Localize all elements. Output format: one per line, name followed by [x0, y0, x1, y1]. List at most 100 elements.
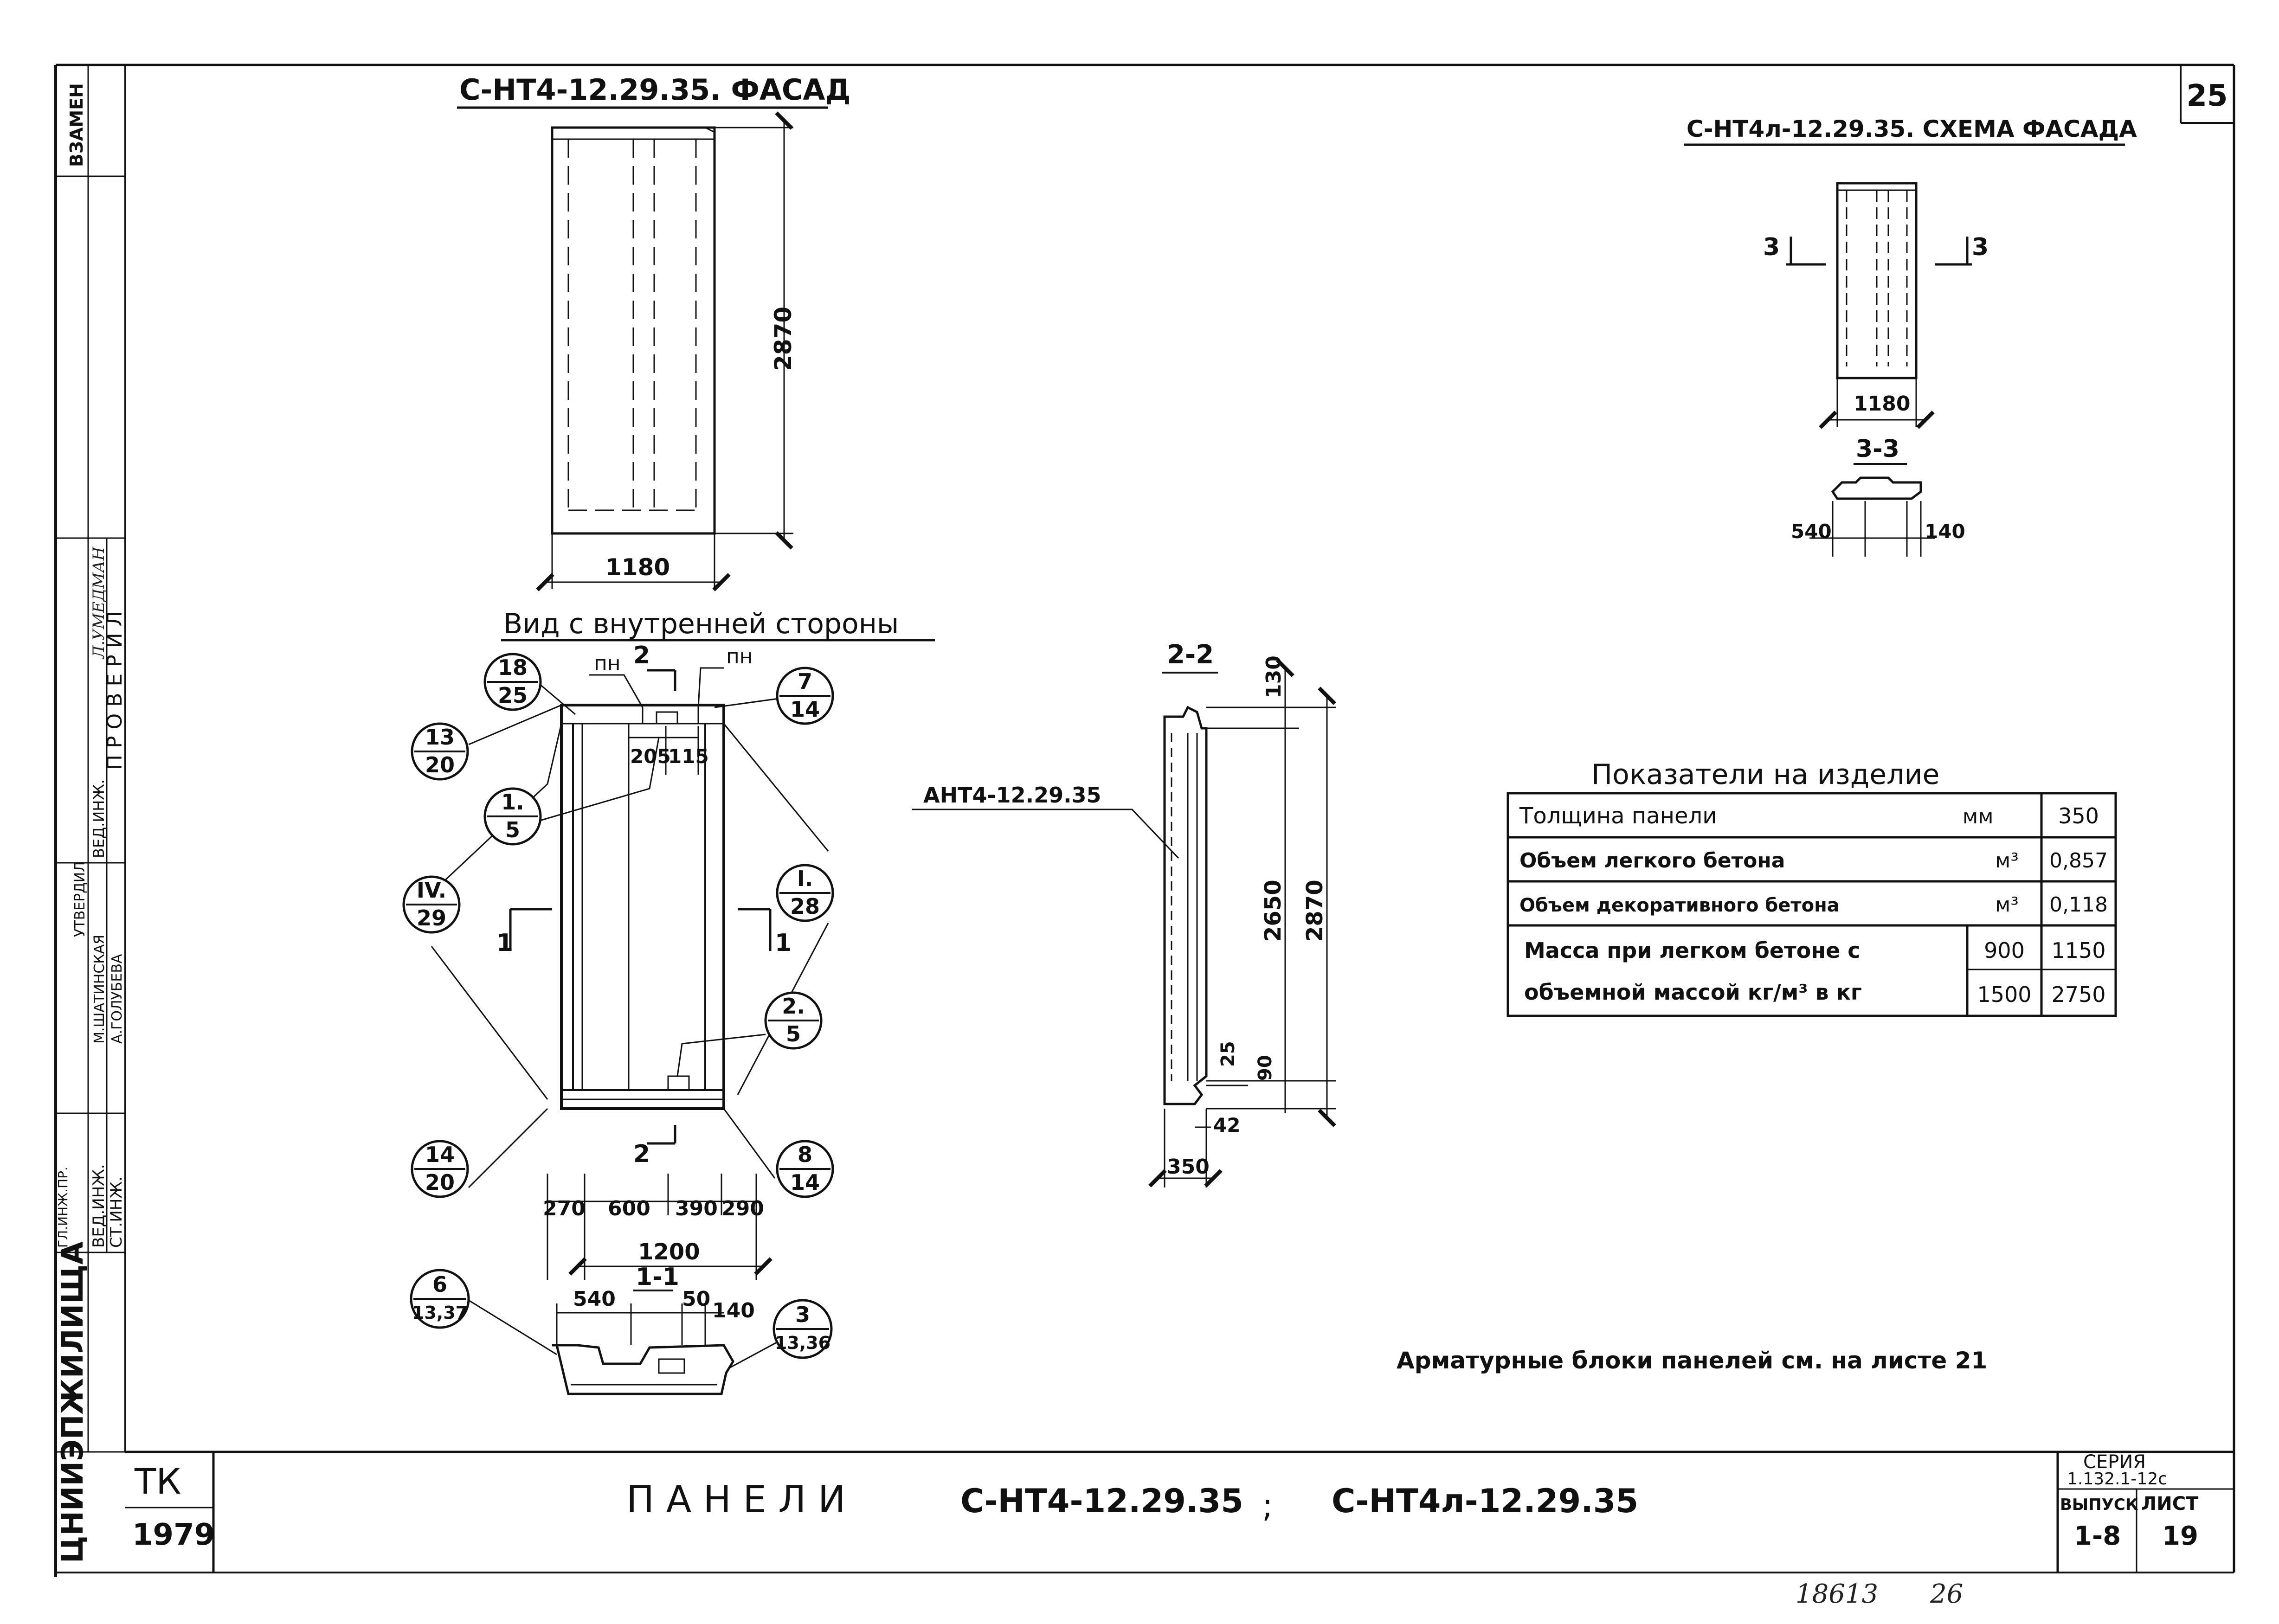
scheme-cut-left: 3 [1763, 233, 1780, 261]
tb-series-label: СЕРИЯ [2083, 1451, 2146, 1473]
svg-text:2.: 2. [782, 994, 805, 1019]
svg-text:14: 14 [790, 1170, 820, 1195]
role-2: ВЕД.ИНЖ. [90, 1164, 108, 1248]
cut-1-left: 1 [496, 929, 513, 957]
checked-label: П Р О В Е Р И Л [103, 611, 127, 770]
dim-205: 205 [630, 745, 671, 768]
facade-title: С-НТ4-12.29.35. ФАСАД [459, 73, 851, 107]
cut-marks-1 [509, 908, 772, 951]
section-1-1-title: 1-1 [636, 1263, 679, 1291]
title-block-grid [125, 1451, 2234, 1573]
indicators-table-grid [1506, 792, 2117, 1017]
tb-issue-label: ВЫПУСК [2060, 1496, 2138, 1514]
svg-text:18: 18 [498, 655, 528, 680]
section-2-2-title: 2-2 [1167, 640, 1214, 670]
dim-90: 90 [1255, 1055, 1276, 1081]
scheme-cut-right: 3 [1972, 233, 1989, 261]
mass-value-2750: 2750 [2051, 982, 2105, 1007]
svg-text:5: 5 [505, 817, 520, 842]
svg-text:20: 20 [425, 752, 455, 777]
dim-115: 115 [668, 745, 709, 768]
scheme-section-dims [1809, 501, 1935, 557]
tb-sheet: 19 [2162, 1521, 2198, 1551]
bottom-dim-390: 390 [675, 1197, 718, 1220]
bottom-dim-600: 600 [608, 1197, 650, 1220]
section-2-2-dims [1148, 659, 1336, 1188]
inside-bottom-dims [547, 1174, 773, 1280]
svg-text:8: 8 [798, 1142, 812, 1167]
section-1-1-profile [552, 1344, 734, 1395]
scheme-dim-540: 540 [1791, 520, 1832, 543]
tb-product-1: С-НТ4-12.29.35 [960, 1482, 1243, 1520]
left-strip [56, 65, 125, 1453]
section-2-2-profile [1163, 706, 1208, 1105]
mass-density-900: 900 [1984, 938, 2025, 963]
svg-text:7: 7 [798, 669, 812, 694]
sheet-number-box: 25 [2180, 65, 2234, 124]
row-3-label: Объем декоративного бетона [1519, 895, 1840, 916]
dim-2650: 2650 [1260, 879, 1286, 942]
dims-205-115 [628, 726, 699, 775]
section-2-2-label: АНТ4-12.29.35 [923, 783, 1101, 808]
scheme-panel [1836, 182, 1918, 379]
callout-1-5: 1. 5 [483, 787, 542, 846]
svg-text:29: 29 [417, 905, 446, 931]
cut-2-bottom: 2 [633, 1140, 650, 1168]
row-1-value: 350 [2058, 803, 2099, 828]
callout-13-20: 13 20 [411, 722, 469, 781]
org-name: ЦНИИЭПЖИЛИЩА [56, 1241, 90, 1563]
svg-text:20: 20 [425, 1170, 455, 1195]
s11-dim-50: 50 [682, 1287, 710, 1311]
svg-text:25: 25 [498, 683, 528, 708]
tb-sep: ; [1262, 1487, 1273, 1525]
row-3-unit: м³ [1995, 893, 2019, 917]
s11-dim-140: 140 [712, 1299, 755, 1322]
row-2-unit: м³ [1995, 849, 2019, 873]
svg-text:13: 13 [425, 725, 455, 750]
mass-value-1150: 1150 [2051, 938, 2105, 963]
name-2: А.ГОЛУБЕВА [109, 954, 125, 1044]
dim-25: 25 [1217, 1041, 1239, 1067]
tb-year: 1979 [132, 1518, 215, 1552]
scheme-title: С-НТ4л-12.29.35. СХЕМА ФАСАДА [1687, 116, 2137, 142]
svg-text:14: 14 [425, 1142, 455, 1167]
svg-text:28: 28 [790, 894, 820, 919]
inside-panel [560, 704, 725, 1110]
mass-density-1500: 1500 [1977, 982, 2031, 1007]
facade-height-dim: 2870 [770, 307, 797, 371]
checker-name: Л.УМЕДМАН [90, 546, 108, 660]
scheme-width: 1180 [1854, 392, 1910, 416]
inside-view-title: Вид с внутренней стороны [503, 608, 899, 640]
scheme-dims [1819, 378, 1935, 429]
svg-text:1.: 1. [501, 790, 524, 815]
role-3: СТ.ИНЖ. [107, 1176, 126, 1248]
bottom-dim-290: 290 [721, 1197, 764, 1220]
dim-350: 350 [1167, 1155, 1210, 1179]
callout-3-13-36: 3 13,36 [773, 1299, 833, 1359]
callout-leaders [431, 662, 829, 1369]
sheet-frame [54, 64, 2235, 1577]
svg-text:13,37: 13,37 [412, 1303, 468, 1323]
callout-2-5: 2. 5 [764, 991, 823, 1050]
tb-title-word: П А Н Е Л И [626, 1478, 846, 1521]
reinforcement-note: Арматурные блоки панелей см. на листе 21 [1397, 1347, 1987, 1374]
svg-text:14: 14 [790, 697, 820, 722]
dim-130: 130 [1262, 655, 1286, 698]
stamp-number: 18613 [1796, 1579, 1878, 1609]
cut-2-top: 2 [633, 642, 650, 669]
row-1-label: Толщина панели [1519, 803, 1717, 829]
facade-dims [536, 111, 793, 591]
cut-1-right: 1 [775, 929, 792, 957]
facade-width-dim: 1180 [605, 554, 670, 581]
cut-marks-2 [647, 669, 676, 1145]
tb-sheet-label: ЛИСТ [2141, 1493, 2199, 1515]
tb-code: ТК [134, 1461, 181, 1502]
scheme-section-title: 3-3 [1856, 435, 1899, 463]
svg-text:13,36: 13,36 [775, 1333, 830, 1353]
svg-text:I.: I. [797, 866, 813, 891]
section-1-1-dims [556, 1303, 724, 1345]
pn-left: пн [594, 652, 621, 675]
row-1-unit: мм [1963, 805, 1993, 828]
indicators-title: Показатели на изделие [1591, 758, 1939, 791]
